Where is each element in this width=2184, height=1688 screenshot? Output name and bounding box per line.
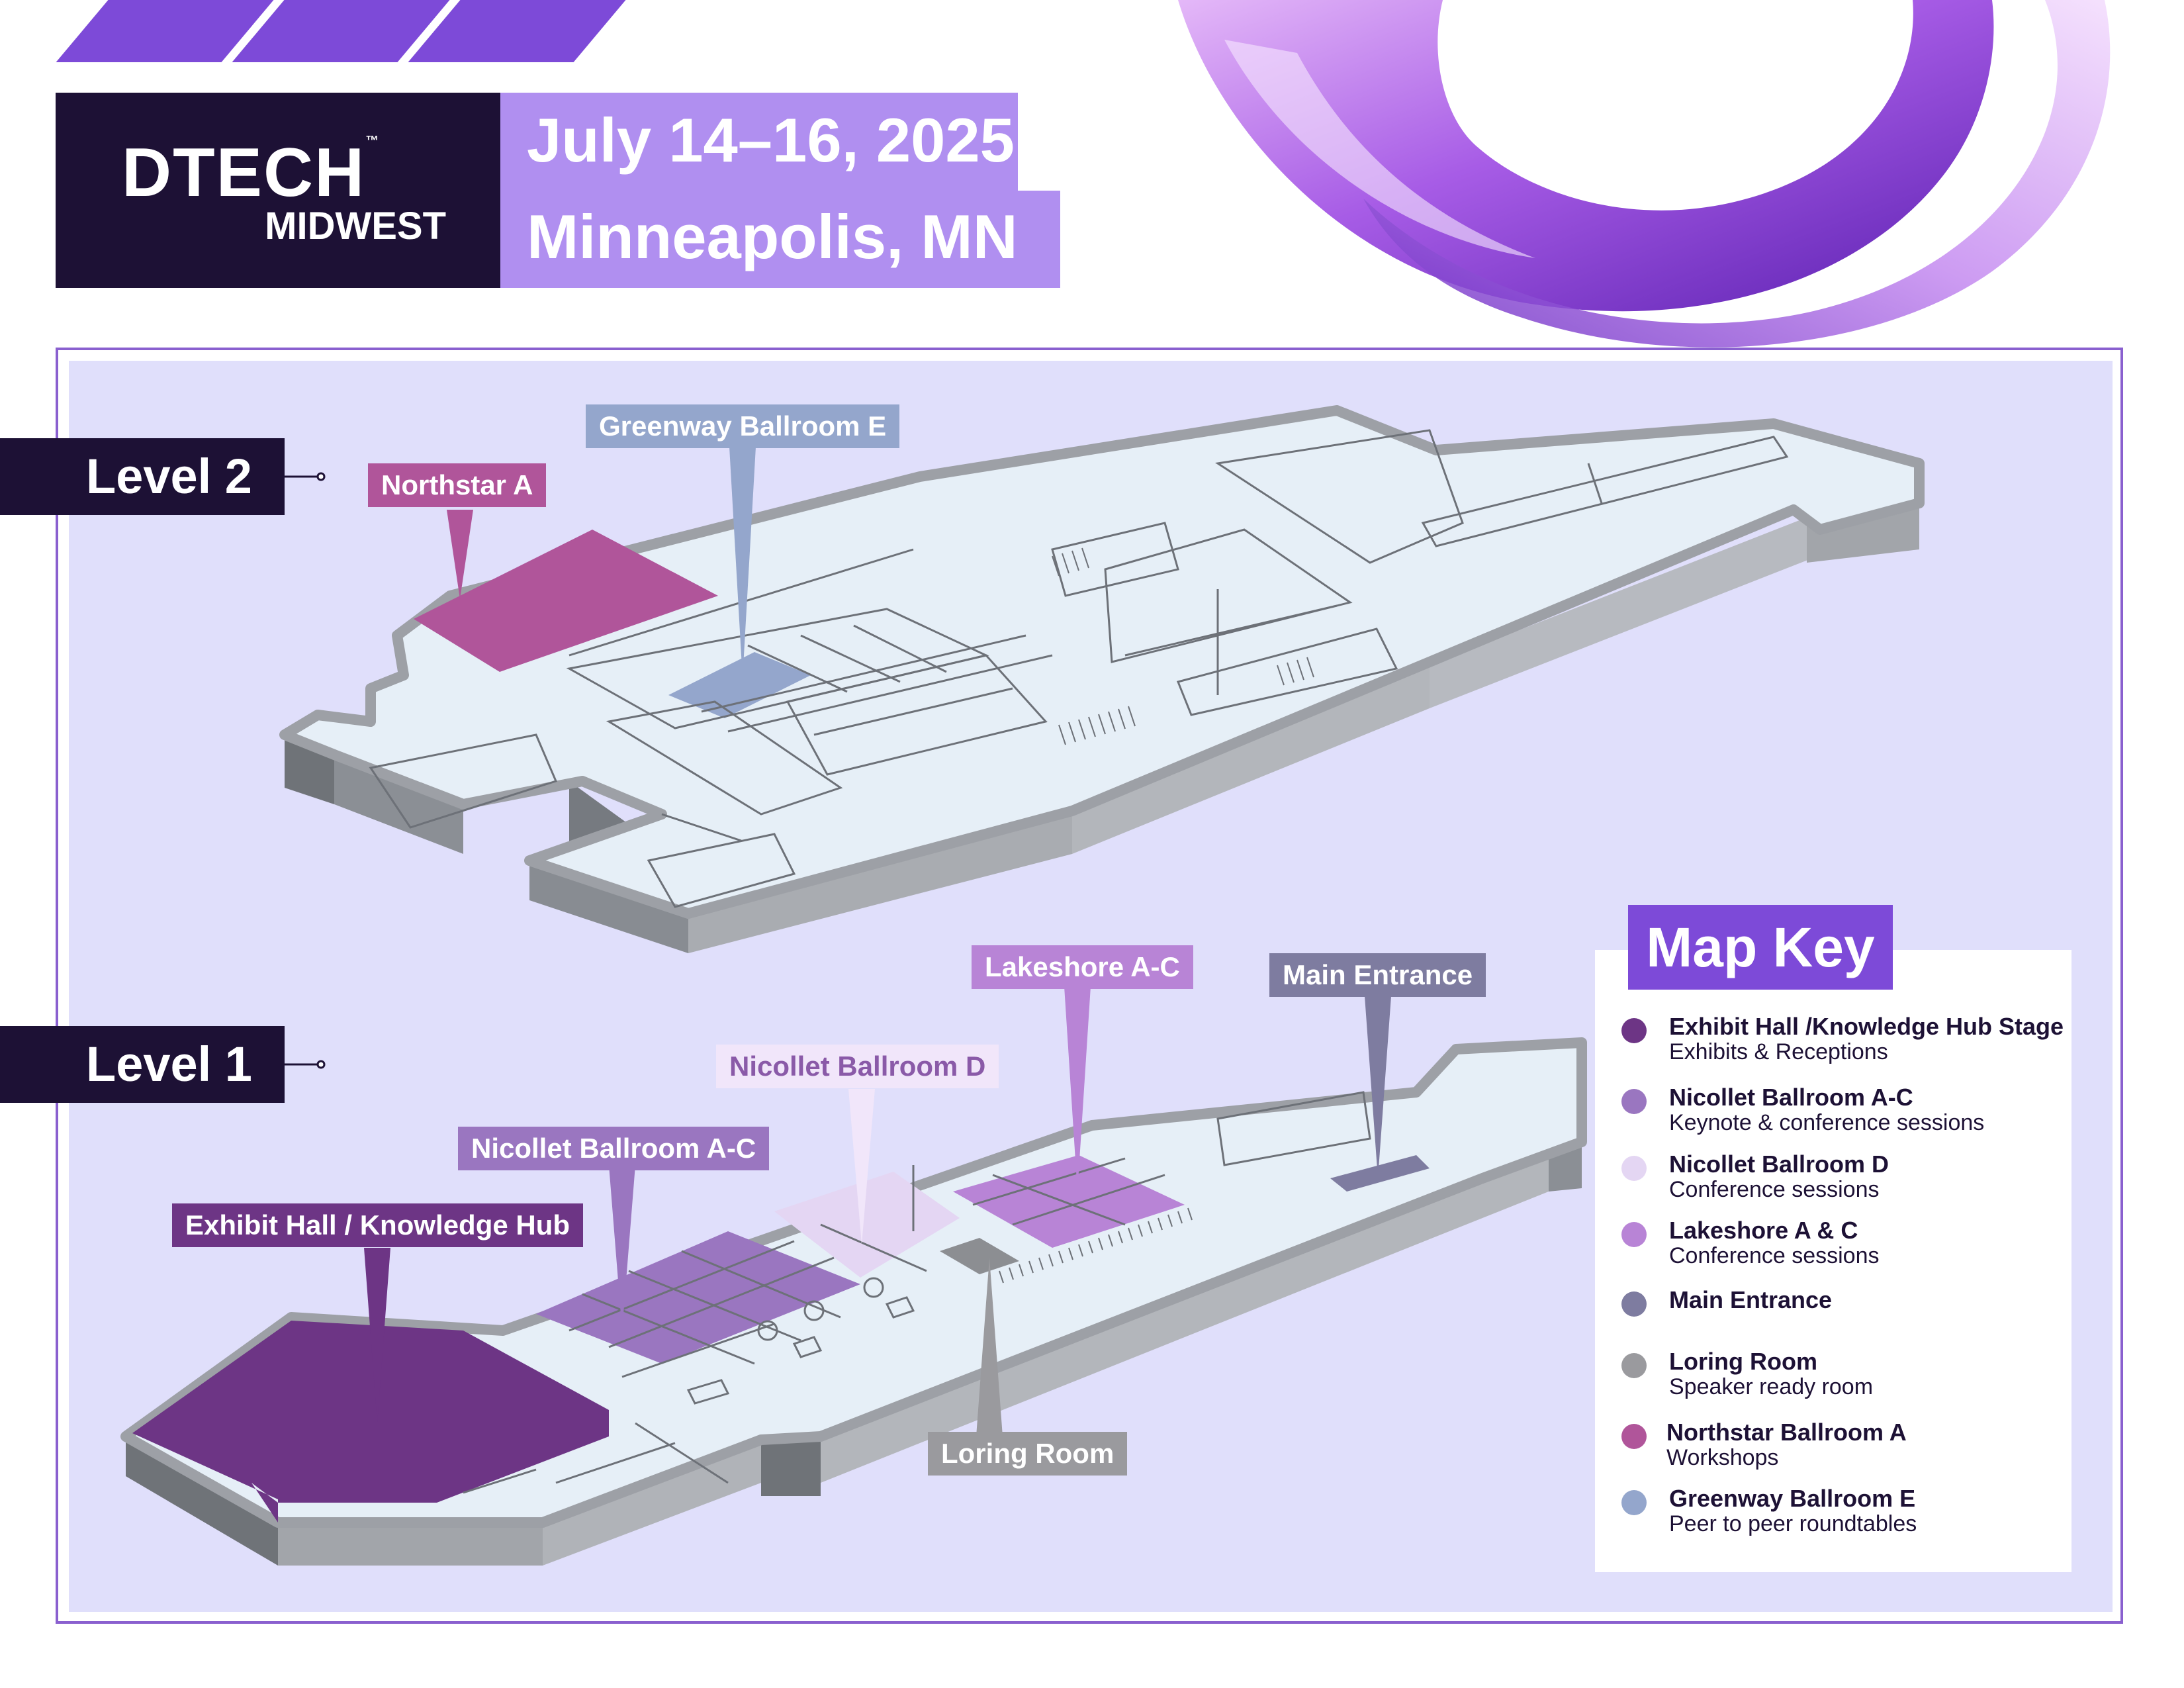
event-location-banner: Minneapolis, MN bbox=[500, 191, 1060, 288]
nicollet-ac-callout: Nicollet Ballroom A-C bbox=[458, 1127, 770, 1170]
nicollet-ac-pointer bbox=[609, 1165, 635, 1331]
level-1-floor bbox=[120, 1037, 1587, 1566]
logo-subtitle: MIDWEST bbox=[265, 205, 446, 248]
level-1-label: Level 1 bbox=[0, 1026, 285, 1103]
map-key-title: Map Key bbox=[1628, 905, 1893, 990]
main-entrance-pointer bbox=[1365, 996, 1391, 1178]
level-2-floor bbox=[279, 405, 1925, 953]
exhibit-hall-callout: Exhibit Hall / Knowledge Hub bbox=[172, 1203, 584, 1247]
dtech-logo: DTECH™ MIDWEST bbox=[56, 93, 500, 288]
greenway-dot-icon bbox=[1621, 1490, 1647, 1515]
nicollet-ac-dot-icon bbox=[1621, 1089, 1647, 1114]
nicollet-d-dot-icon bbox=[1621, 1156, 1647, 1181]
lakeshore-callout: Lakeshore A-C bbox=[972, 945, 1193, 989]
loring-room-callout: Loring Room bbox=[928, 1432, 1128, 1476]
greenway-pointer bbox=[729, 447, 756, 679]
map-frame bbox=[56, 348, 2123, 1624]
northstar-dot-icon bbox=[1621, 1424, 1647, 1449]
ribbon-artwork bbox=[1178, 0, 2111, 348]
main-entrance-dot-icon bbox=[1621, 1291, 1647, 1317]
loring-room-dot-icon bbox=[1621, 1353, 1647, 1378]
nicollet-d-callout: Nicollet Ballroom D bbox=[716, 1045, 999, 1088]
event-location: Minneapolis, MN bbox=[527, 202, 1018, 271]
event-date: July 14–16, 2025 bbox=[527, 105, 1015, 175]
lakeshore-dot-icon bbox=[1621, 1222, 1647, 1247]
northstar-pointer bbox=[447, 510, 473, 599]
map-key-panel bbox=[1595, 950, 2071, 1572]
loring-pointer bbox=[976, 1258, 1003, 1436]
exhibit-hall-dot-icon bbox=[1621, 1018, 1647, 1043]
event-date-banner: July 14–16, 2025 bbox=[500, 93, 1018, 191]
logo-wordmark: DTECH™ bbox=[122, 134, 381, 211]
exhibit-hall-pointer bbox=[364, 1248, 390, 1423]
northstar-a-callout: Northstar A bbox=[368, 463, 547, 507]
main-entrance-callout: Main Entrance bbox=[1269, 953, 1486, 997]
greenway-ballroom-e-callout: Greenway Ballroom E bbox=[586, 404, 900, 448]
level-2-label: Level 2 bbox=[0, 438, 285, 515]
nicollet-d-pointer bbox=[848, 1089, 875, 1244]
lakeshore-pointer bbox=[1064, 986, 1091, 1192]
